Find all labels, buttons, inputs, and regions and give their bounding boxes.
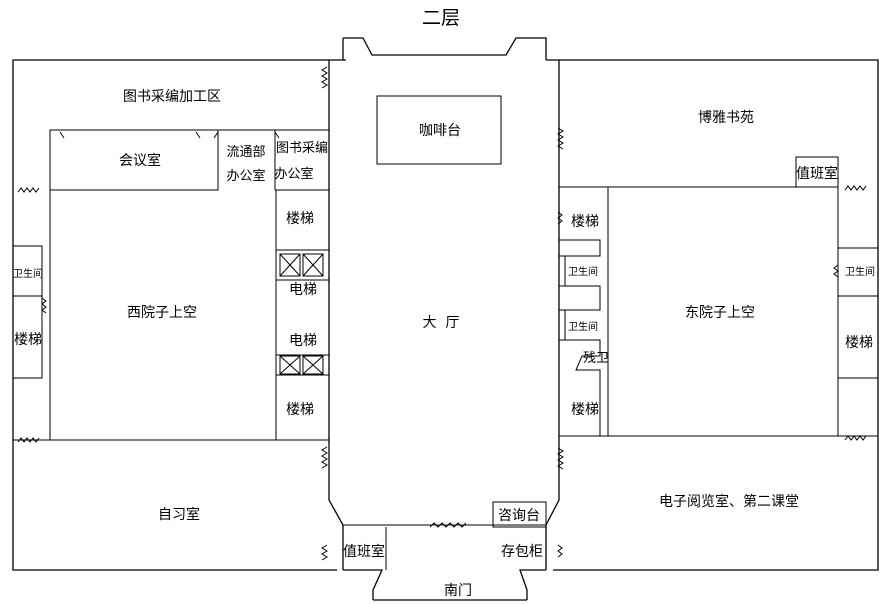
door-markers <box>17 66 867 561</box>
label-acquisition-office-1: 图书采编 <box>276 141 328 156</box>
label-stairs-w-top: 楼梯 <box>286 211 314 227</box>
label-restroom-e-2: 卫生间 <box>568 320 598 333</box>
label-east-courtyard: 东院子上空 <box>685 305 755 321</box>
label-elevator-w-1: 电梯 <box>289 282 317 298</box>
label-duty-room-south: 值班室 <box>343 543 385 560</box>
label-elevator-w-2: 电梯 <box>289 333 317 349</box>
label-boya-study: 博雅书苑 <box>698 109 754 126</box>
label-stairs-e-bottom: 楼梯 <box>571 402 599 418</box>
label-accessible-wc: 残卫 <box>583 351 609 366</box>
label-duty-room-east: 值班室 <box>796 165 838 182</box>
label-restroom-e-1: 卫生间 <box>568 265 598 278</box>
label-stairs-w-bottom: 楼梯 <box>286 402 314 418</box>
label-locker: 存包柜 <box>501 544 543 560</box>
label-circulation-office-1: 流通部 <box>226 145 265 160</box>
label-hall: 大 厅 <box>423 315 460 331</box>
label-stairs-e-top: 楼梯 <box>571 214 599 230</box>
label-restroom-far-w: 卫生间 <box>13 267 43 280</box>
label-west-courtyard: 西院子上空 <box>127 305 197 321</box>
label-south-gate: 南门 <box>444 583 472 599</box>
label-circulation-office-2: 办公室 <box>226 168 265 184</box>
west-interior-walls <box>13 129 329 441</box>
hall-interior <box>343 95 547 570</box>
label-info-desk: 咨询台 <box>498 508 540 524</box>
label-study-room: 自习室 <box>158 506 200 523</box>
east-interior-walls <box>559 156 878 437</box>
label-stairs-far-e: 楼梯 <box>845 335 873 351</box>
label-cafe-counter: 咖啡台 <box>419 123 461 139</box>
label-library-processing: 图书采编加工区 <box>123 89 221 105</box>
elevators-west <box>279 253 324 375</box>
label-meeting-room: 会议室 <box>119 152 161 169</box>
label-acquisition-office-2: 办公室 <box>274 166 313 182</box>
label-stairs-far-w: 楼梯 <box>14 332 42 348</box>
floor-title: 二层 <box>422 7 460 29</box>
label-restroom-far-e: 卫生间 <box>845 265 875 278</box>
room-labels: 图书采编加工区 会议室 流通部 办公室 图书采编 办公室 楼梯 电梯 电梯 楼梯… <box>13 89 875 599</box>
label-e-reading-room: 电子阅览室、第二课堂 <box>659 493 799 510</box>
